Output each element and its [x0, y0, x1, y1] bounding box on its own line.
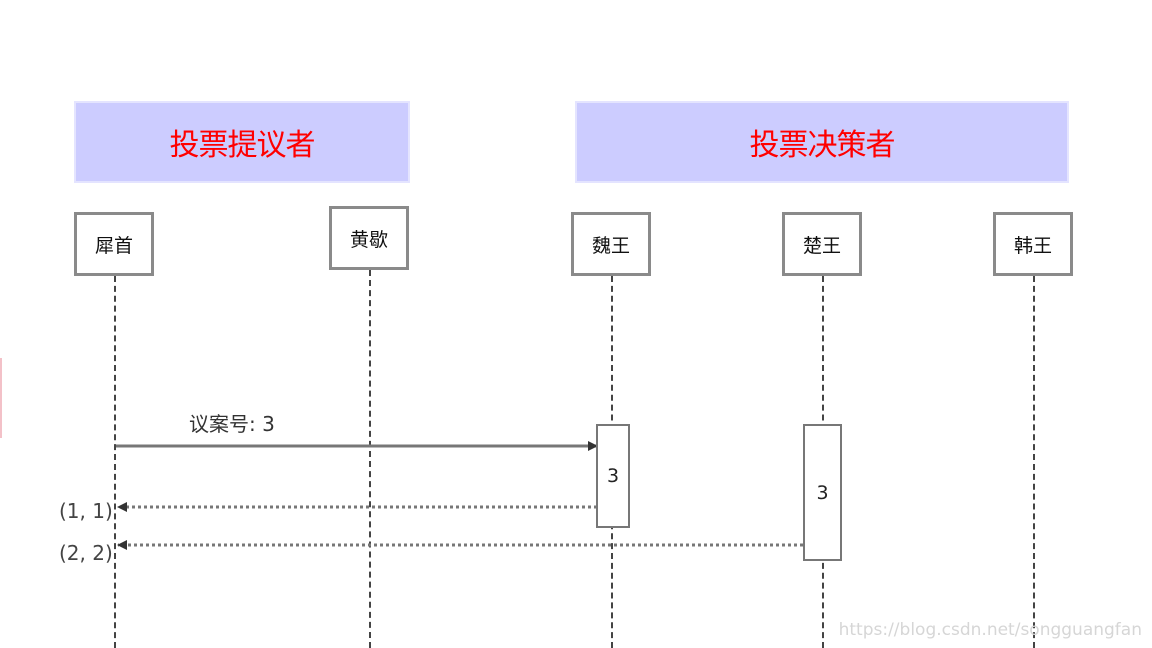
activation-weiwang: 3: [596, 424, 630, 528]
lifeline-hanwang: [1033, 276, 1035, 648]
group-deciders: 投票决策者: [575, 101, 1069, 183]
actor-weiwang-label: 魏王: [591, 234, 630, 257]
actor-xishou-label: 犀首: [94, 234, 133, 257]
group-deciders-label: 投票决策者: [749, 128, 896, 163]
actor-chuwang-label: 楚王: [802, 234, 841, 257]
group-proposers-label: 投票提议者: [169, 128, 316, 163]
actor-huangxie-label: 黄歇: [349, 228, 388, 251]
lifeline-xishou: [114, 276, 116, 648]
actor-huangxie: 黄歇: [329, 206, 409, 270]
activation-chuwang-label: 3: [816, 481, 829, 504]
activation-chuwang: 3: [803, 424, 842, 561]
actor-hanwang: 韩王: [993, 212, 1073, 276]
lifeline-huangxie: [369, 270, 371, 648]
watermark: https://blog.csdn.net/songguangfan: [838, 620, 1142, 640]
left-edge-marker: [0, 358, 2, 438]
actor-xishou: 犀首: [74, 212, 154, 276]
actor-hanwang-label: 韩王: [1013, 234, 1052, 257]
return-label-1: (1, 1): [59, 499, 113, 523]
actor-chuwang: 楚王: [782, 212, 862, 276]
return-label-2: (2, 2): [59, 541, 113, 565]
activation-weiwang-label: 3: [606, 465, 620, 487]
group-proposers: 投票提议者: [74, 101, 410, 183]
request-label: 议案号: 3: [189, 412, 275, 436]
actor-weiwang: 魏王: [571, 212, 651, 276]
